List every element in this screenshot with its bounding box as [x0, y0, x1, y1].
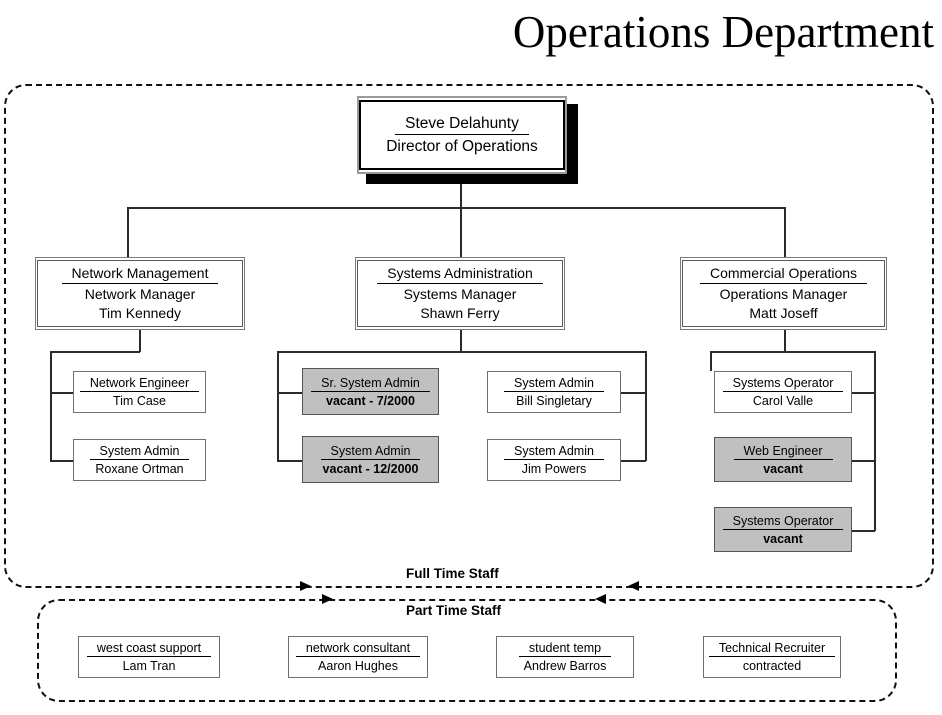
label-part-time-staff: Part Time Staff — [406, 603, 502, 618]
node-division-network-management[interactable]: Network Management Network Manager Tim K… — [35, 257, 245, 330]
node-report-system-admin-vacant[interactable]: System Admin vacant - 12/2000 — [302, 436, 439, 483]
part-time-person: contracted — [742, 659, 802, 673]
full-time-staff-container — [4, 84, 934, 588]
report-person: vacant — [763, 461, 803, 476]
report-title: System Admin — [504, 375, 604, 392]
connector-network-spine — [50, 351, 52, 461]
report-title: Network Engineer — [79, 375, 200, 392]
node-report-web-engineer-vacant[interactable]: Web Engineer vacant — [714, 437, 852, 482]
node-report-system-admin-bill[interactable]: System Admin Bill Singletary — [487, 371, 621, 413]
connector-down-network — [127, 207, 129, 257]
connector-systems-bus — [277, 351, 646, 353]
connector-commercial-leaf-1 — [851, 392, 875, 394]
connector-commercial-stem-left — [710, 351, 712, 371]
connector-network-leaf-1 — [50, 392, 74, 394]
report-person: Roxane Ortman — [95, 462, 184, 476]
report-title: System Admin — [320, 443, 421, 460]
connector-level2-bus — [127, 207, 786, 209]
report-title: System Admin — [504, 443, 604, 460]
connector-down-systems — [460, 207, 462, 257]
node-part-time-technical-recruiter[interactable]: Technical Recruiter contracted — [703, 636, 841, 678]
connector-commercial-leaf-2 — [851, 460, 875, 462]
connector-network-leaf-2 — [50, 460, 74, 462]
part-time-person: Andrew Barros — [523, 659, 607, 673]
report-title: Systems Operator — [722, 513, 844, 530]
division-name: Systems Administration — [377, 264, 543, 284]
node-part-time-network-consultant[interactable]: network consultant Aaron Hughes — [288, 636, 428, 678]
node-report-sr-system-admin-vacant[interactable]: Sr. System Admin vacant - 7/2000 — [302, 368, 439, 415]
connector-commercial-leaf-3 — [851, 530, 875, 532]
report-person: vacant - 12/2000 — [322, 461, 419, 476]
node-division-commercial-operations[interactable]: Commercial Operations Operations Manager… — [680, 257, 887, 330]
node-report-systems-operator-vacant[interactable]: Systems Operator vacant — [714, 507, 852, 552]
report-title: Systems Operator — [722, 375, 844, 392]
report-person: vacant - 7/2000 — [326, 393, 415, 408]
part-time-title: west coast support — [86, 640, 212, 657]
arrow-part-time-right — [595, 594, 606, 604]
node-division-systems-administration[interactable]: Systems Administration Systems Manager S… — [355, 257, 565, 330]
connector-systems-spine-right — [645, 351, 647, 461]
part-time-person: Aaron Hughes — [318, 659, 398, 673]
arrow-full-time-left — [300, 581, 311, 591]
label-full-time-staff: Full Time Staff — [406, 566, 499, 581]
connector-commercial-bus — [710, 351, 875, 353]
connector-down-commercial — [784, 207, 786, 257]
node-report-system-admin-roxane[interactable]: System Admin Roxane Ortman — [73, 439, 206, 481]
division-role: Network Manager — [84, 285, 196, 302]
report-person: Bill Singletary — [516, 394, 592, 408]
connector-commercial-spine — [874, 351, 876, 531]
connector-network-bus-top — [50, 351, 140, 353]
connector-network-stem — [139, 330, 141, 352]
report-title: System Admin — [89, 443, 190, 460]
report-title: Web Engineer — [733, 443, 833, 460]
connector-root-down — [460, 178, 462, 208]
node-report-systems-operator-carol[interactable]: Systems Operator Carol Valle — [714, 371, 852, 413]
division-person: Shawn Ferry — [420, 305, 500, 322]
division-role: Systems Manager — [403, 285, 517, 302]
node-root-subtitle: Director of Operations — [386, 138, 538, 155]
part-time-person: Lam Tran — [122, 659, 176, 673]
connector-systems-stem — [460, 330, 462, 352]
part-time-title: network consultant — [295, 640, 421, 657]
division-person: Matt Joseff — [749, 305, 818, 322]
node-report-system-admin-jim[interactable]: System Admin Jim Powers — [487, 439, 621, 481]
division-name: Commercial Operations — [699, 264, 868, 284]
division-role: Operations Manager — [719, 285, 848, 302]
part-time-staff-container — [37, 599, 897, 702]
report-person: Tim Case — [112, 394, 166, 408]
connector-systems-leaf-1 — [277, 392, 303, 394]
connector-commercial-stem — [784, 330, 786, 352]
connector-systems-leaf-3 — [620, 392, 646, 394]
part-time-title: Technical Recruiter — [708, 640, 836, 657]
arrow-full-time-right — [628, 581, 639, 591]
division-name: Network Management — [61, 264, 219, 284]
page-title: Operations Department — [512, 7, 934, 57]
report-title: Sr. System Admin — [311, 375, 430, 392]
connector-systems-spine-left — [277, 351, 279, 461]
node-part-time-student-temp[interactable]: student temp Andrew Barros — [496, 636, 634, 678]
arrow-part-time-left — [322, 594, 333, 604]
connector-systems-leaf-2 — [277, 460, 303, 462]
report-person: vacant — [763, 531, 803, 546]
report-person: Jim Powers — [521, 462, 587, 476]
connector-systems-leaf-4 — [620, 460, 646, 462]
node-report-network-engineer[interactable]: Network Engineer Tim Case — [73, 371, 206, 413]
node-root[interactable]: Steve Delahunty Director of Operations — [357, 96, 567, 174]
node-root-title: Steve Delahunty — [395, 113, 529, 135]
node-part-time-west-coast-support[interactable]: west coast support Lam Tran — [78, 636, 220, 678]
part-time-title: student temp — [518, 640, 612, 657]
report-person: Carol Valle — [752, 394, 814, 408]
division-person: Tim Kennedy — [99, 305, 181, 322]
